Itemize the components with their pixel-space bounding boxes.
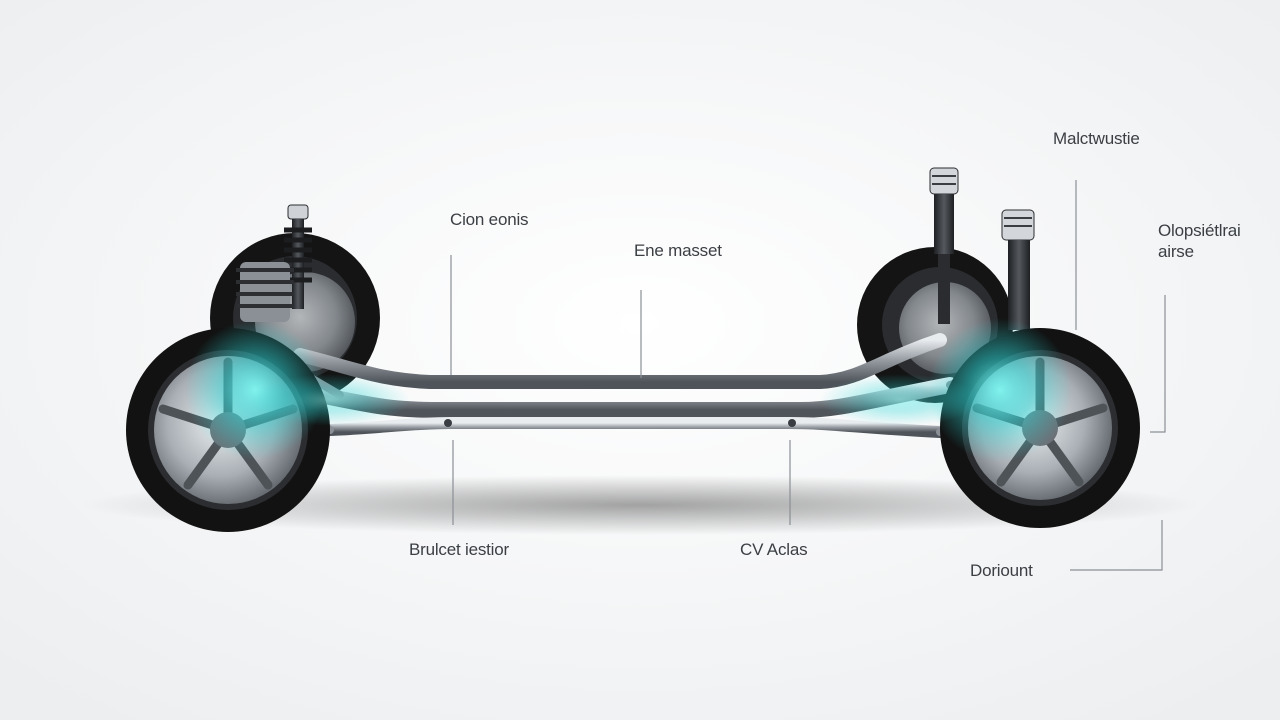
label-right-upper-line2: airse: [1158, 242, 1194, 261]
label-right-upper: Olopsiétlrai airse: [1158, 220, 1268, 262]
label-top-right: Malctwustie: [1053, 129, 1140, 148]
label-right-upper-line1: Olopsiétlrai: [1158, 221, 1241, 240]
label-bottom-right: Doriount: [970, 561, 1033, 580]
label-bottom-left: Brulcet iestior: [409, 540, 509, 559]
label-top-left: Cion eonis: [450, 210, 529, 229]
label-bottom-center: CV Aclas: [740, 540, 808, 559]
axle-glow-right: [820, 374, 980, 426]
right-shock-absorber-inner: [1001, 209, 1035, 330]
left-shock-absorber: [236, 204, 312, 322]
leader-lines: [450, 180, 1166, 571]
axle-glow-left: [250, 374, 410, 426]
right-shock-absorber-outer: [929, 167, 959, 324]
label-top-center: Ene masset: [634, 241, 722, 260]
front-right-wheel: [928, 318, 1140, 528]
ground-shadow: [80, 475, 1200, 535]
